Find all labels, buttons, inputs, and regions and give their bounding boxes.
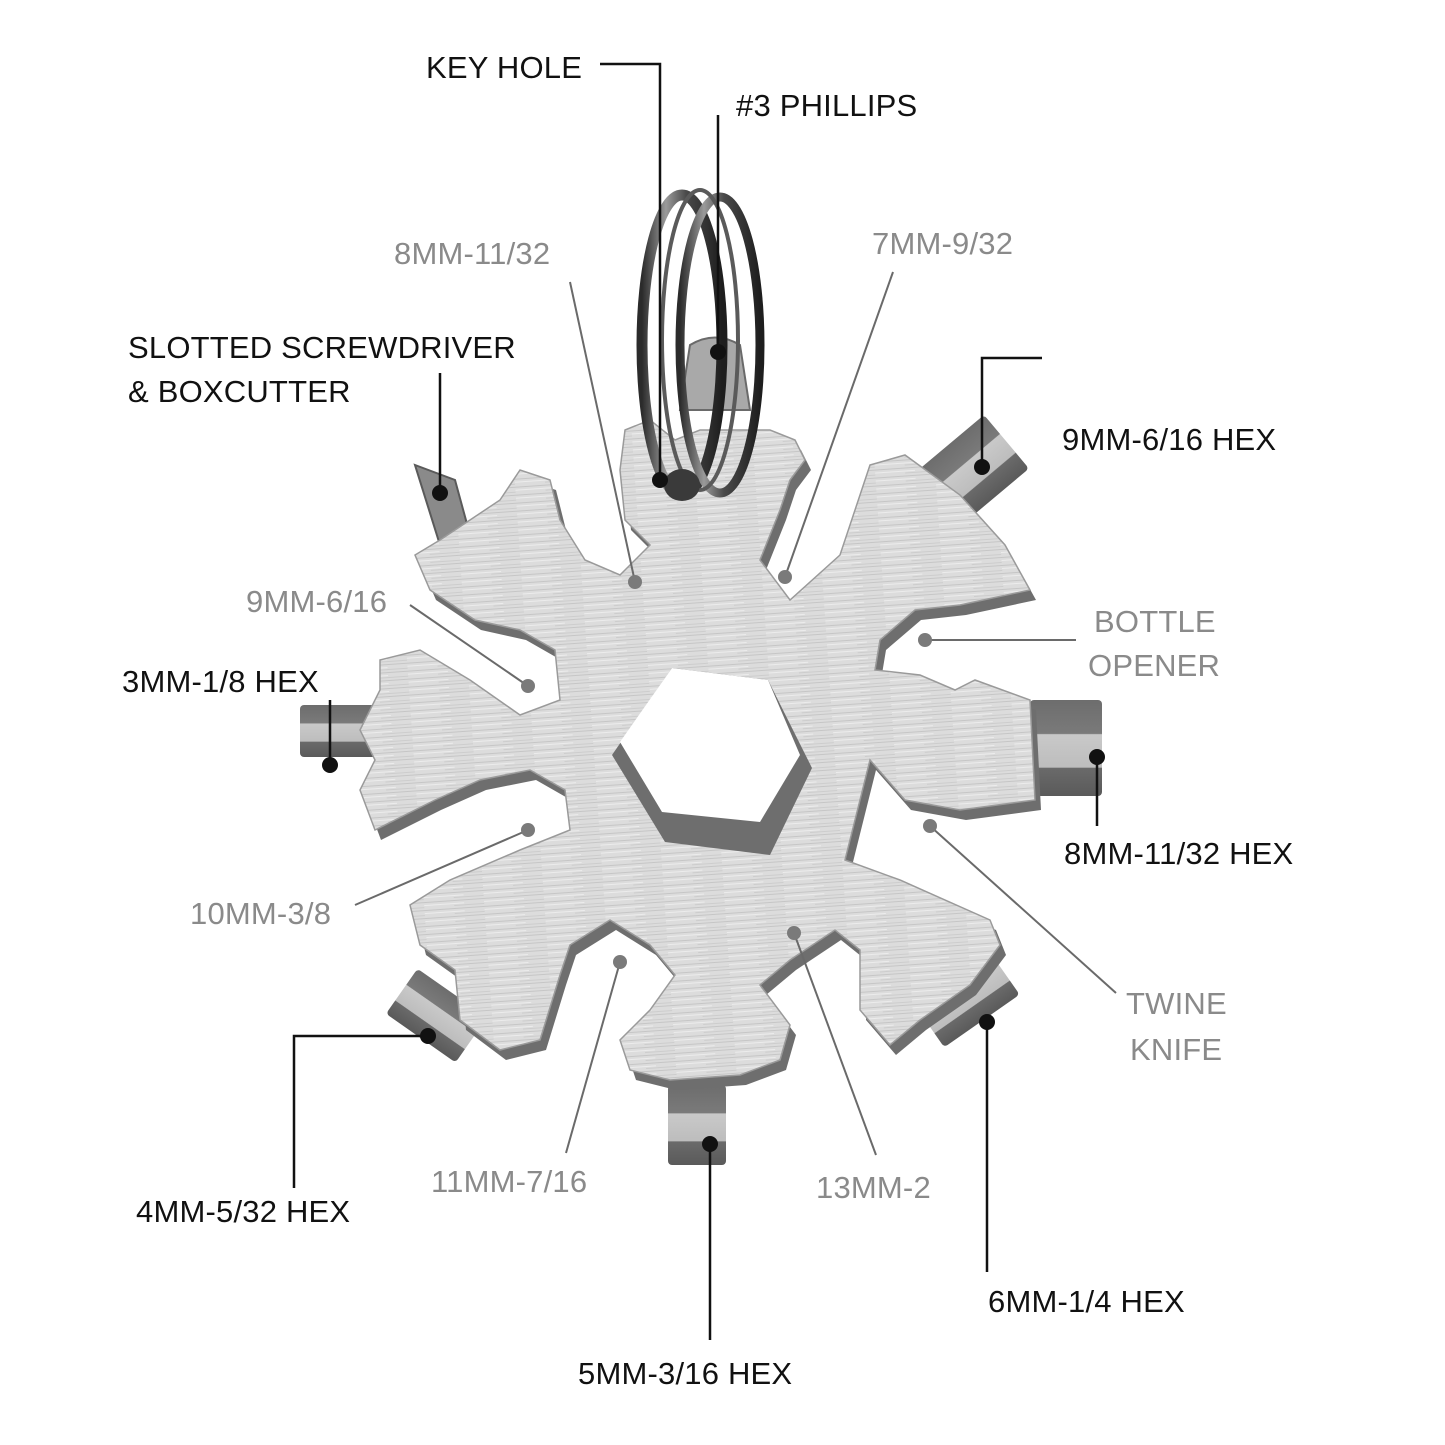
hex-bit-3mm [300, 705, 380, 757]
label-twine-line2: KNIFE [1130, 1032, 1223, 1067]
label-wrench-7mm: 7MM-9/32 [872, 226, 1014, 261]
label-key-hole: KEY HOLE [426, 50, 583, 85]
label-hex-6mm: 6MM-1/4 HEX [988, 1284, 1185, 1319]
leader-lines-grey [354, 271, 1117, 1156]
label-hex-4mm: 4MM-5/32 HEX [136, 1194, 351, 1229]
label-wrench-13mm: 13MM-2 [816, 1170, 931, 1205]
label-hex-5mm: 5MM-3/16 HEX [578, 1356, 793, 1391]
label-phillips: #3 PHILLIPS [736, 88, 918, 123]
label-wrench-8mm: 8MM-11/32 [394, 236, 551, 271]
label-bottle-line1: BOTTLE [1094, 604, 1216, 639]
leader-dots-dark [322, 344, 1105, 1152]
label-wrench-11mm: 11MM-7/16 [431, 1164, 588, 1199]
label-slotted-line2: & BOXCUTTER [128, 374, 351, 409]
label-hex-8mm: 8MM-11/32 HEX [1064, 836, 1294, 871]
label-twine-line1: TWINE [1126, 986, 1227, 1021]
label-bottle-line2: OPENER [1088, 648, 1221, 683]
label-wrench-9mm: 9MM-6/16 [246, 584, 388, 619]
leader-dots-grey [521, 570, 937, 969]
hex-bit-4mm [387, 970, 486, 1061]
label-wrench-10mm: 10MM-3/8 [190, 896, 332, 931]
leader-lines-dark [292, 62, 1099, 1340]
key-hole [664, 469, 700, 501]
label-hex-3mm: 3MM-1/8 HEX [122, 664, 319, 699]
label-slotted-line1: SLOTTED SCREWDRIVER [128, 330, 516, 365]
hex-bit-8mm [1030, 700, 1102, 796]
center-hex-hole [612, 668, 812, 855]
hex-bit-5mm [668, 1085, 726, 1165]
label-hex-9mm: 9MM-6/16 HEX [1062, 422, 1277, 457]
